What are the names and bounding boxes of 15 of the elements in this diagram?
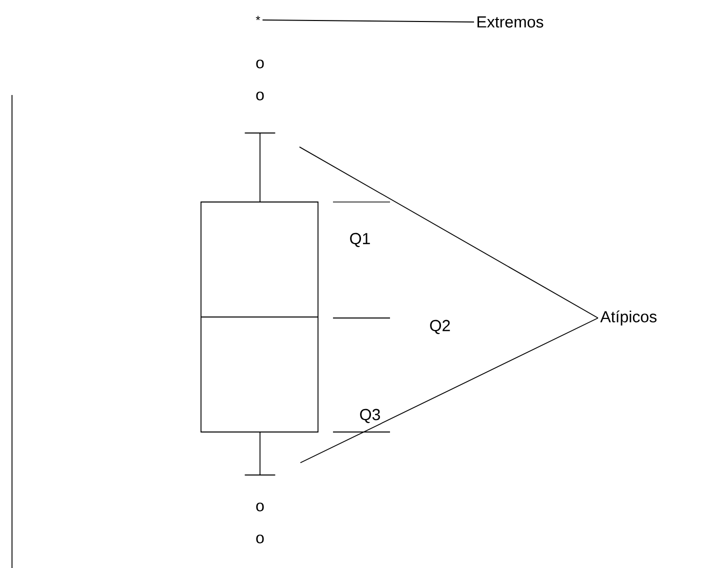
whisker-cap <box>244 474 276 476</box>
callout-text: Atípicos <box>600 310 657 326</box>
outlier-mark: o <box>256 60 264 68</box>
leader-line <box>262 20 474 22</box>
whisker-cap <box>244 132 276 134</box>
quartile-label: Q2 <box>430 320 450 334</box>
callout-text: Extremos <box>478 16 544 28</box>
leader-line <box>300 318 598 464</box>
quartile-label: Q3 <box>360 408 380 424</box>
outlier-mark: o <box>256 502 264 512</box>
leader-line <box>299 146 598 318</box>
outlier-mark: o <box>256 534 264 544</box>
quartile-label: Q1 <box>350 232 370 248</box>
asterisk-mark: * <box>256 16 260 20</box>
outlier-mark: o <box>256 92 264 100</box>
